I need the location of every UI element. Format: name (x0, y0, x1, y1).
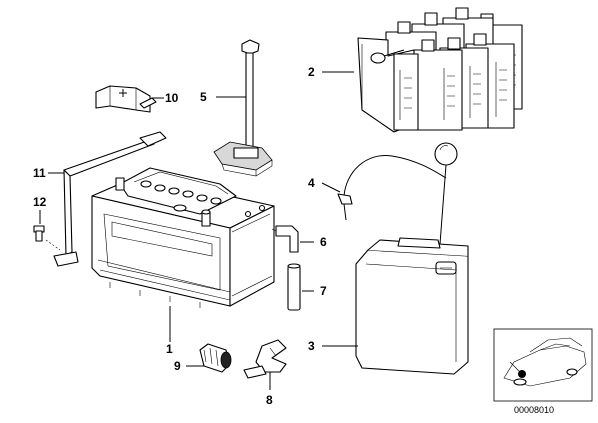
canister-icon[interactable] (355, 237, 469, 375)
callout-4: 4 (308, 176, 315, 190)
callout-11: 11 (33, 166, 46, 180)
callout-6: 6 (320, 235, 327, 249)
callout-7: 7 (320, 284, 327, 298)
clip-icon[interactable] (243, 339, 287, 379)
canister-pack-icon[interactable] (357, 7, 523, 133)
strap-icon[interactable] (53, 131, 167, 267)
vent-elbow-icon[interactable] (271, 225, 299, 253)
terminal-cover-icon[interactable] (95, 85, 157, 113)
hydrometer-icon[interactable] (213, 39, 273, 177)
callout-9: 9 (174, 359, 181, 373)
plug-icon[interactable] (199, 343, 232, 373)
reference-number: 00008010 (514, 405, 554, 415)
callout-5: 5 (200, 90, 207, 104)
car-thumbnail-icon (493, 328, 593, 402)
callout-2: 2 (308, 65, 315, 79)
callout-3: 3 (308, 339, 315, 353)
callout-10: 10 (165, 91, 179, 105)
vent-hose-icon[interactable] (287, 263, 301, 311)
screw-icon[interactable] (33, 225, 61, 251)
callout-12: 12 (33, 195, 47, 209)
battery-icon[interactable] (91, 167, 275, 308)
callout-8: 8 (266, 393, 273, 407)
tool-wire-icon[interactable] (337, 142, 458, 245)
callout-1: 1 (166, 342, 173, 356)
